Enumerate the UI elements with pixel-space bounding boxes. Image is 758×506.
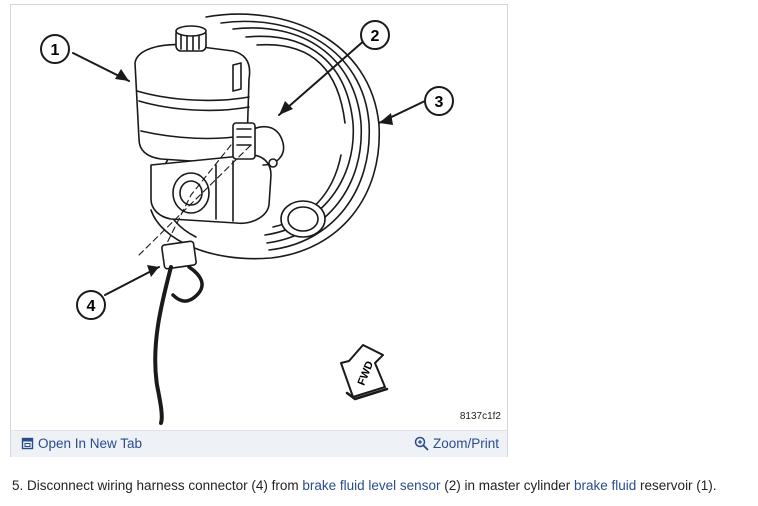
callout-1: 1 xyxy=(40,34,70,64)
brake-master-cylinder-illustration: 1 2 3 4 FWD xyxy=(40,13,454,425)
zoom-print-link[interactable]: Zoom/Print xyxy=(414,436,499,451)
callout-4: 4 xyxy=(76,290,106,320)
brake-fluid-reservoir xyxy=(134,25,251,164)
instruction-text-1: 5. Disconnect wiring harness connector (… xyxy=(12,478,303,493)
magnify-icon xyxy=(414,436,429,451)
svg-text:4: 4 xyxy=(87,298,96,315)
figure-code: 8137c1f2 xyxy=(459,411,501,422)
open-in-new-tab-label: Open In New Tab xyxy=(38,436,143,451)
master-cylinder-body xyxy=(150,126,285,225)
svg-text:1: 1 xyxy=(51,42,60,59)
callout-3: 3 xyxy=(424,86,454,116)
instruction-step: 5. Disconnect wiring harness connector (… xyxy=(12,478,717,493)
brake-fluid-link[interactable]: brake fluid xyxy=(574,478,637,493)
instruction-text-3: reservoir (1). xyxy=(636,478,717,493)
callout-2: 2 xyxy=(360,20,390,50)
svg-text:2: 2 xyxy=(371,28,380,45)
instruction-text-2: (2) in master cylinder xyxy=(440,478,574,493)
open-in-new-tab-link[interactable]: Open In New Tab xyxy=(21,436,142,451)
open-in-new-tab-icon xyxy=(21,437,34,450)
figure-footer: Open In New Tab Zoom/Print xyxy=(11,430,507,457)
fwd-direction-arrow xyxy=(340,344,389,401)
brake-fluid-level-sensor-link[interactable]: brake fluid level sensor xyxy=(302,478,441,493)
zoom-print-label: Zoom/Print xyxy=(432,436,499,451)
brake-fluid-level-sensor xyxy=(232,122,278,168)
wiring-harness-connector xyxy=(138,144,252,425)
svg-text:3: 3 xyxy=(435,94,444,111)
figure-card: 1 2 3 4 FWD 8137c1f2 Open In New Tab xyxy=(10,4,508,457)
